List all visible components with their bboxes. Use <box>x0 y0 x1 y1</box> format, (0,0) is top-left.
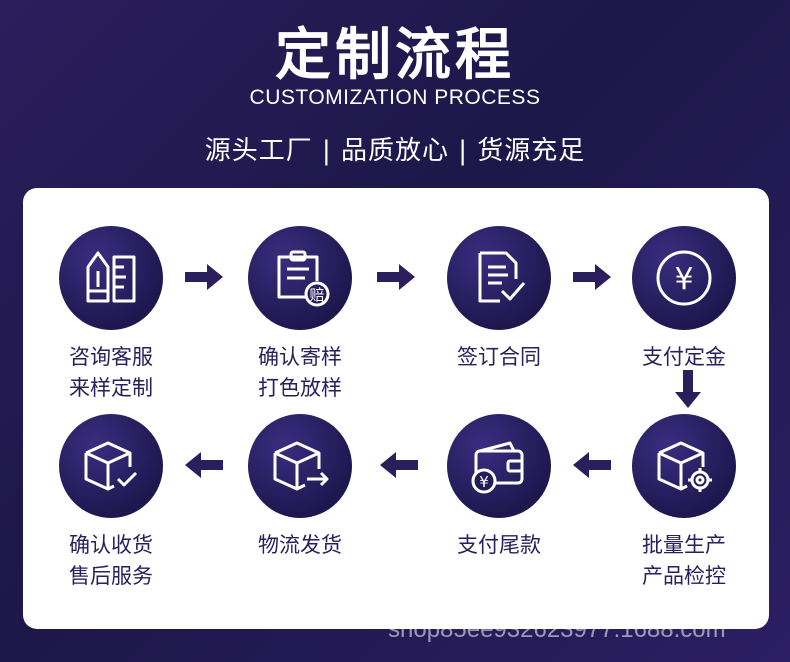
ruler-pencil-icon <box>86 251 136 303</box>
arrow-left-icon <box>573 452 611 478</box>
step-icon-circle: 赔 <box>248 226 352 330</box>
box-check-icon <box>84 441 138 491</box>
step-label-line1: 签订合同 <box>457 345 541 369</box>
step-deposit: ¥ 支付定金 <box>599 226 769 373</box>
step-contract: 签订合同 <box>414 226 584 373</box>
watermark: shop85ee932623977.1688.com <box>388 616 726 643</box>
step-final-payment: ¥ 支付尾款 <box>414 414 584 561</box>
step-shipping: 物流发货 <box>215 414 385 561</box>
step-label-line2: 打色放样 <box>258 376 342 400</box>
arrow-right-icon <box>573 264 611 290</box>
step-icon-circle <box>632 414 736 518</box>
step-label-line1: 支付尾款 <box>457 533 541 557</box>
step-consult: 咨询客服 来样定制 <box>26 226 196 404</box>
step-label-line2: 售后服务 <box>69 564 153 588</box>
arrow-right-icon <box>377 264 415 290</box>
page-title: 定制流程 <box>275 23 515 88</box>
step-label-line1: 物流发货 <box>258 533 342 557</box>
yuan-symbol: ¥ <box>479 473 489 491</box>
step-icon-circle: ¥ <box>447 414 551 518</box>
step-icon-circle <box>447 226 551 330</box>
page-subtitle: CUSTOMIZATION PROCESS <box>249 86 541 109</box>
step-label-line2: 来样定制 <box>69 376 153 400</box>
step-icon-circle <box>59 226 163 330</box>
box-gear-icon <box>657 441 712 492</box>
arrow-left-icon <box>380 452 418 478</box>
tagline: 源头工厂 | 品质放心 | 货源充足 <box>204 136 586 166</box>
step-label-line1: 批量生产 <box>642 533 726 557</box>
step-receipt: 确认收货 售后服务 <box>26 414 196 592</box>
step-label-line1: 咨询客服 <box>69 345 153 369</box>
yuan-symbol: ¥ <box>674 262 693 297</box>
yuan-coin-icon: ¥ <box>656 250 712 306</box>
step-label-line1: 确认收货 <box>69 533 153 557</box>
step-sample: 赔 确认寄样 打色放样 <box>215 226 385 404</box>
wallet-yuan-icon: ¥ <box>471 441 524 494</box>
arrow-right-icon <box>185 264 223 290</box>
step-production: 批量生产 产品检控 <box>599 414 769 592</box>
step-icon-circle <box>59 414 163 518</box>
contract-document-icon <box>478 251 526 303</box>
step-icon-circle: ¥ <box>632 226 736 330</box>
arrow-down-icon <box>675 370 701 408</box>
clipboard-compensation-icon: 赔 <box>277 250 330 307</box>
compensation-badge: 赔 <box>309 286 324 304</box>
step-label-line1: 支付定金 <box>642 345 726 369</box>
arrow-left-icon <box>185 452 223 478</box>
box-shipping-icon <box>273 441 329 491</box>
process-card: 咨询客服 来样定制 赔 确认寄样 打色放样 <box>23 188 769 629</box>
step-icon-circle <box>248 414 352 518</box>
step-label-line1: 确认寄样 <box>258 345 342 369</box>
step-label-line2: 产品检控 <box>642 564 726 588</box>
